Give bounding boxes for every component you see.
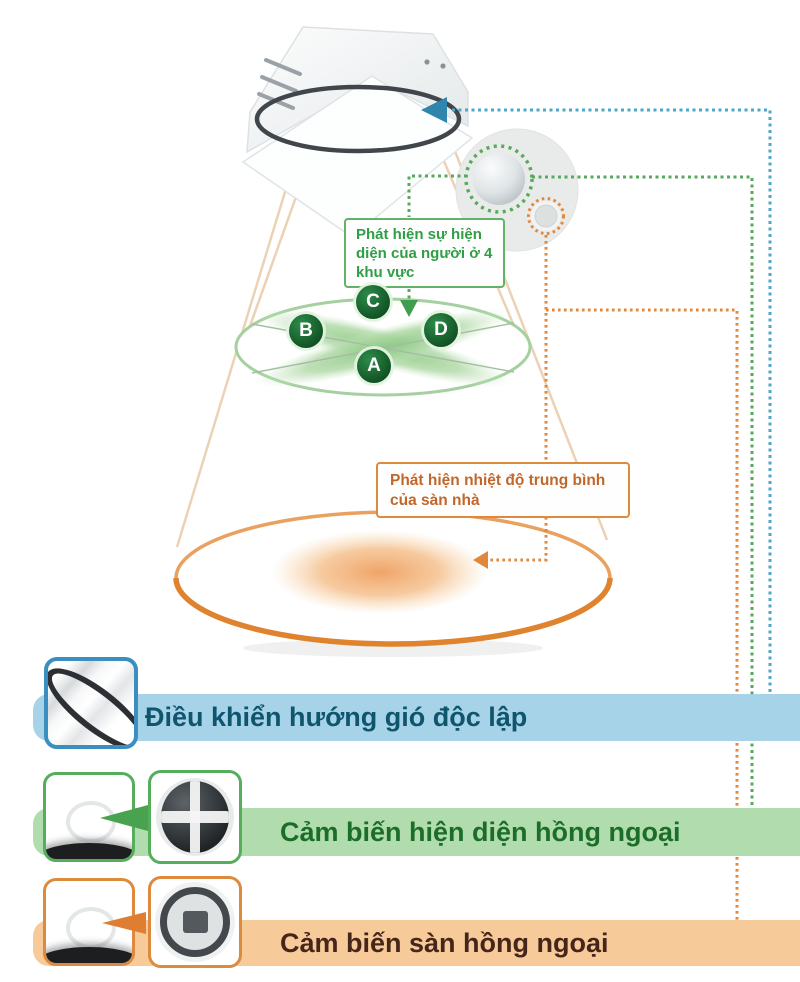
- presence-callout-line: [407, 174, 467, 217]
- infrared-presence-sensor-icon: [161, 781, 229, 853]
- floor-sensor-window: [182, 911, 208, 933]
- panel-edge-band: [46, 843, 132, 859]
- presence-sensor-base: [156, 778, 234, 856]
- presence-target-arrow-icon: [400, 300, 418, 317]
- airflow-louver-icon: [48, 661, 134, 745]
- floor-callout-box: Phát hiện nhiệt độ trung bình của sàn nh…: [376, 462, 630, 518]
- infrared-floor-sensor-icon: [160, 887, 230, 957]
- zone-badge-a: A: [357, 349, 391, 383]
- floor-sensor-base: [156, 883, 234, 961]
- sensor-cross-vbar: [189, 781, 201, 853]
- presence-sensor-ring-icon: [464, 144, 534, 214]
- legend-label-floor: Cảm biến sàn hồng ngoại: [280, 927, 609, 958]
- floor-target-arrow-icon: [473, 551, 488, 569]
- presence-callout-box: Phát hiện sự hiện diện của người ở 4 khu…: [344, 218, 505, 288]
- legend-bar-airflow: Điều khiển hướng gió độc lập: [33, 694, 800, 741]
- floor-heat-blob: [272, 530, 488, 614]
- floor-magnify-arrow-icon: [102, 912, 146, 934]
- panel-edge-band: [46, 947, 132, 963]
- zone-badge-d: D: [424, 313, 458, 347]
- legend-label-airflow: Điều khiển hướng gió độc lập: [145, 702, 528, 732]
- zone-badge-b: B: [289, 314, 323, 348]
- airflow-dotted-line: [452, 108, 772, 719]
- floor-ellipse-shadow: [243, 639, 543, 657]
- zone-badge-c: C: [356, 285, 390, 319]
- ceiling-cassette-ac-icon: [241, 26, 474, 238]
- ac-screw-dot-1: [424, 59, 430, 65]
- louver-closeup-thumbnail: [44, 657, 138, 749]
- ac-front-panel: [241, 75, 474, 238]
- presence-sensor-thumbnail: [148, 770, 242, 864]
- floor-sensor-thumbnail: [148, 876, 242, 968]
- floor-zone-ellipse-rim: [173, 577, 613, 647]
- floor-sensor-ring-icon: [527, 197, 565, 235]
- legend-label-presence: Cảm biến hiện diện hồng ngoại: [280, 816, 681, 847]
- louver-ring: [254, 84, 462, 154]
- airflow-connector: [421, 97, 772, 719]
- presence-dome-sensor-icon: [473, 153, 525, 205]
- airflow-arrow-icon: [421, 97, 447, 123]
- floor-sensor-dot-icon: [534, 204, 558, 228]
- presence-magnify-arrow-icon: [100, 805, 148, 831]
- ac-screw-dot-2: [440, 63, 446, 69]
- floor-callout-line: [488, 235, 548, 562]
- zone-divider-line-2: [251, 322, 515, 374]
